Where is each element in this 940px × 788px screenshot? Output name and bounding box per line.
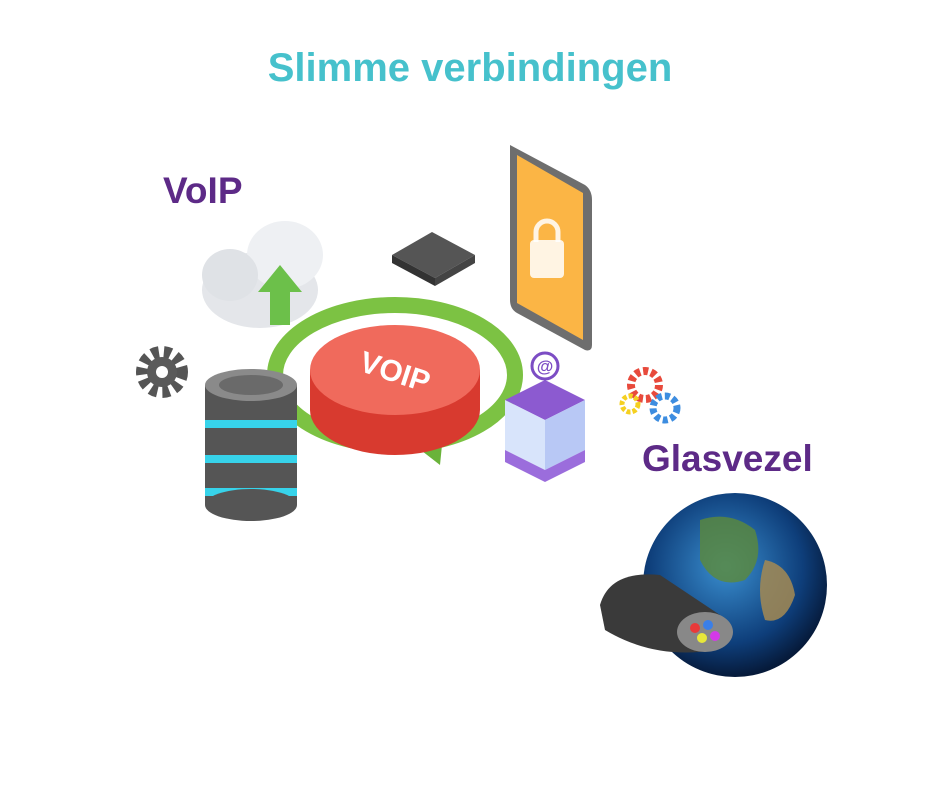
voip-label: VoIP [163, 170, 243, 211]
phone-lock-icon [510, 145, 592, 351]
email-cube-icon: @ [505, 351, 585, 482]
glasvezel-label: Glasvezel [642, 438, 813, 479]
page-title: Slimme verbindingen [267, 46, 673, 90]
chip-icon [392, 232, 475, 286]
voip-disc: VOIP [310, 325, 480, 455]
globe-fiber-icon [600, 493, 827, 677]
at-sign: @ [537, 357, 554, 376]
cloud-upload-icon [202, 221, 323, 328]
server-icon [205, 369, 297, 521]
gear-icon [136, 346, 188, 398]
colored-gears-icon [619, 367, 681, 424]
